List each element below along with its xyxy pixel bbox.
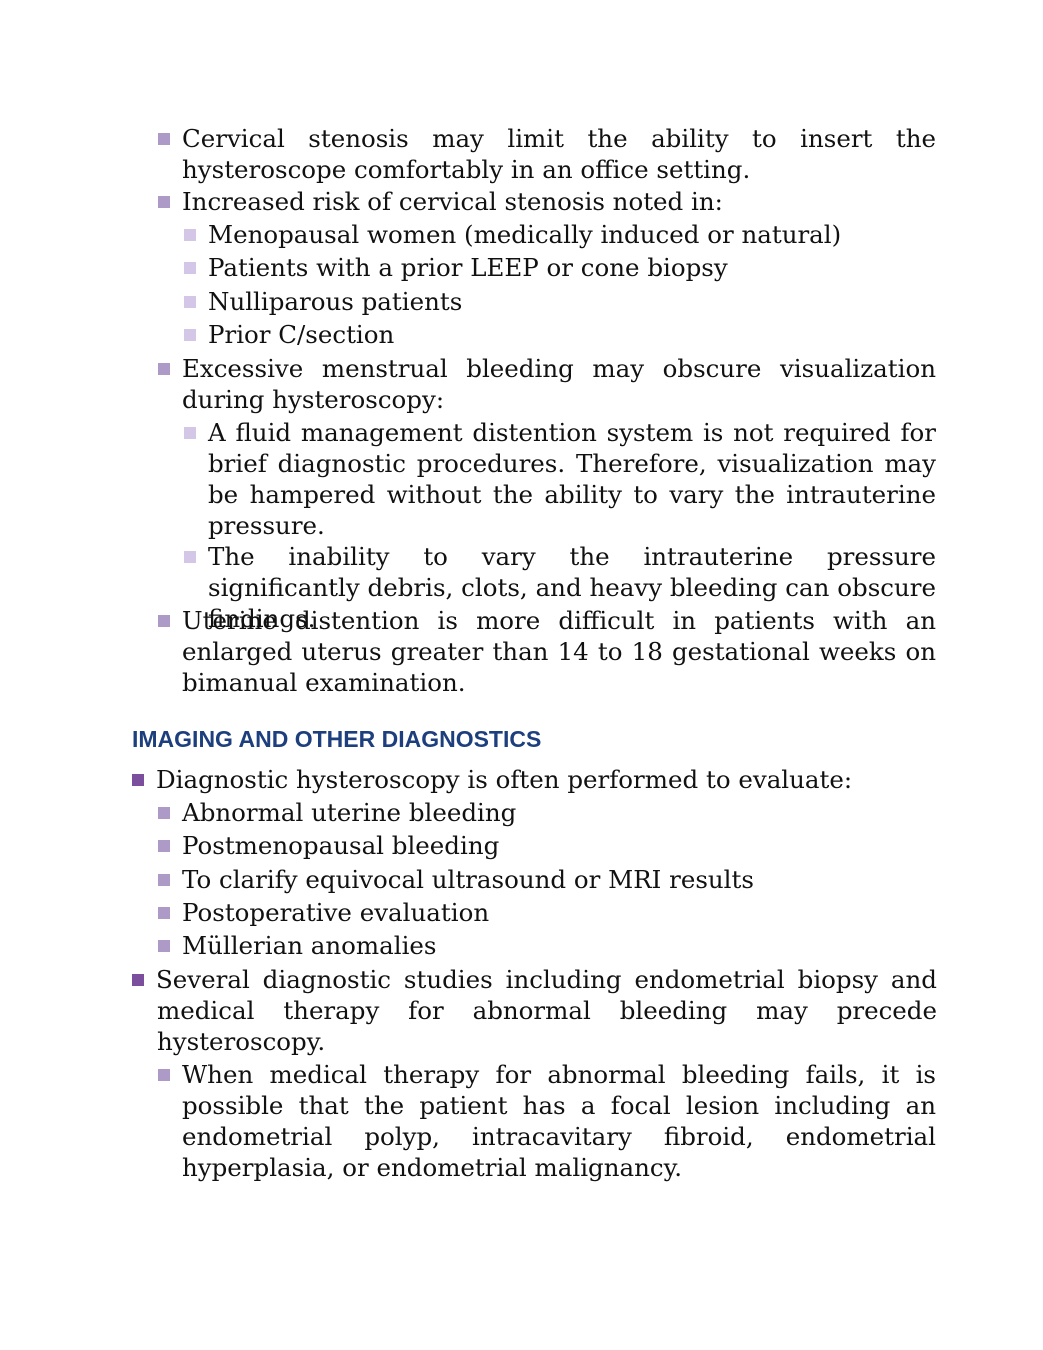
list-item: Cervical stenosis may limit the ability …: [158, 123, 936, 185]
square-bullet-icon: [158, 615, 170, 627]
square-bullet-icon: [158, 940, 170, 952]
square-bullet-icon: [158, 840, 170, 852]
list-item: Nulliparous patients: [184, 286, 936, 317]
list-item: Diagnostic hysteroscopy is often perform…: [132, 764, 937, 795]
square-bullet-icon: [158, 363, 170, 375]
list-item: Abnormal uterine bleeding: [158, 797, 936, 828]
list-item-text: Nulliparous patients: [208, 287, 463, 316]
section-heading: IMAGING AND OTHER DIAGNOSTICS: [132, 726, 542, 752]
square-bullet-icon: [184, 427, 196, 439]
list-item: Menopausal women (medically induced or n…: [184, 219, 936, 250]
list-item-text: The inability to vary the intrauterine p…: [208, 542, 936, 633]
list-item-text: Excessive menstrual bleeding may obscure…: [182, 354, 936, 414]
list-item: Increased risk of cervical stenosis note…: [158, 186, 936, 217]
square-bullet-icon: [158, 133, 170, 145]
square-bullet-icon: [132, 974, 144, 986]
list-item-text: A fluid management distention system is …: [208, 418, 936, 540]
list-item-text: Prior C/section: [208, 320, 395, 349]
square-bullet-icon: [158, 1069, 170, 1081]
list-item-text: Postmenopausal bleeding: [182, 831, 500, 860]
list-item: Uterine distention is more difficult in …: [158, 605, 936, 698]
list-item: Patients with a prior LEEP or cone biops…: [184, 252, 936, 283]
list-item-text: Abnormal uterine bleeding: [182, 798, 517, 827]
list-item-text: Menopausal women (medically induced or n…: [208, 220, 842, 249]
square-bullet-icon: [184, 551, 196, 563]
list-item: The inability to vary the intrauterine p…: [184, 541, 936, 634]
list-item-text: Increased risk of cervical stenosis note…: [182, 187, 723, 216]
list-item: Müllerian anomalies: [158, 930, 936, 961]
square-bullet-icon: [184, 262, 196, 274]
list-item-text: Diagnostic hysteroscopy is often perform…: [156, 765, 853, 794]
list-item: Excessive menstrual bleeding may obscure…: [158, 353, 936, 415]
list-item: When medical therapy for abnormal bleedi…: [158, 1059, 936, 1183]
list-item-text: Cervical stenosis may limit the ability …: [182, 124, 936, 184]
list-item: Postmenopausal bleeding: [158, 830, 936, 861]
square-bullet-icon: [158, 196, 170, 208]
list-item: Postoperative evaluation: [158, 897, 936, 928]
list-item-text: Several diagnostic studies including end…: [156, 965, 937, 1056]
list-item-text: Patients with a prior LEEP or cone biops…: [208, 253, 728, 282]
list-item-text: Müllerian anomalies: [182, 931, 437, 960]
list-item: To clarify equivocal ultrasound or MRI r…: [158, 864, 936, 895]
list-item-text: Uterine distention is more difficult in …: [182, 606, 936, 697]
list-item-text: When medical therapy for abnormal bleedi…: [182, 1060, 936, 1182]
list-item: A fluid management distention system is …: [184, 417, 936, 541]
square-bullet-icon: [184, 296, 196, 308]
square-bullet-icon: [158, 907, 170, 919]
square-bullet-icon: [158, 874, 170, 886]
list-item-text: To clarify equivocal ultrasound or MRI r…: [182, 865, 754, 894]
square-bullet-icon: [132, 774, 144, 786]
list-item: Prior C/section: [184, 319, 936, 350]
list-item-text: Postoperative evaluation: [182, 898, 490, 927]
list-item: Several diagnostic studies including end…: [132, 964, 937, 1057]
square-bullet-icon: [184, 229, 196, 241]
square-bullet-icon: [158, 807, 170, 819]
square-bullet-icon: [184, 329, 196, 341]
